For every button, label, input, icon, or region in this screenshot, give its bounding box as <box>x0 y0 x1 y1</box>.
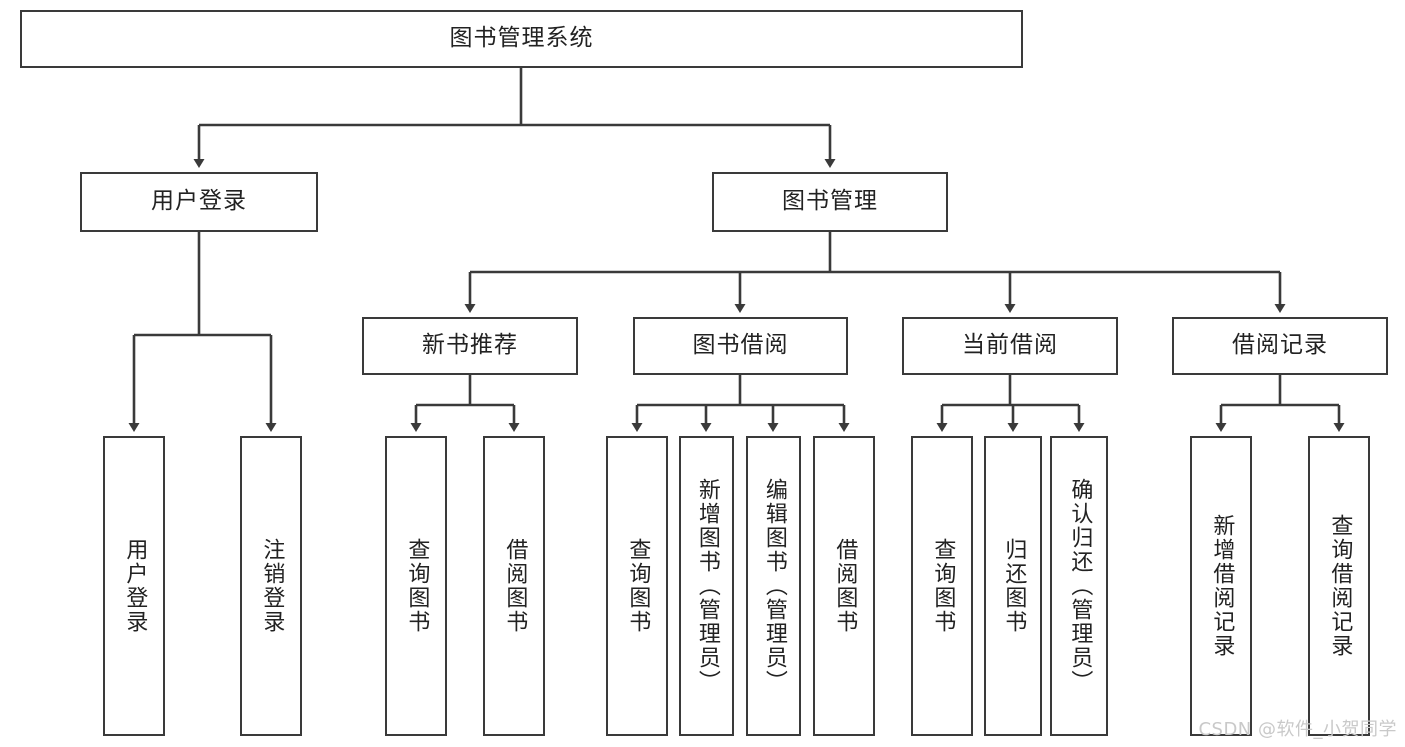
leaf-record-query-borrow-record[interactable]: 查询借阅记录 <box>1308 436 1370 736</box>
leaf-borrow-edit-book-admin[interactable]: 编辑图书（管理员） <box>746 436 801 736</box>
leaf-borrow-add-book-admin-label: 新增图书（管理员） <box>694 478 720 694</box>
node-root[interactable]: 图书管理系统 <box>20 10 1023 68</box>
leaf-borrow-query-book[interactable]: 查询图书 <box>606 436 668 736</box>
node-user-login[interactable]: 用户登录 <box>80 172 318 232</box>
leaf-current-confirm-return-admin[interactable]: 确认归还（管理员） <box>1050 436 1108 736</box>
leaf-user-logout[interactable]: 注销登录 <box>240 436 302 736</box>
leaf-record-query-borrow-record-label: 查询借阅记录 <box>1327 514 1353 658</box>
node-book-management[interactable]: 图书管理 <box>712 172 948 232</box>
leaf-record-add-borrow-record[interactable]: 新增借阅记录 <box>1190 436 1252 736</box>
leaf-user-login[interactable]: 用户登录 <box>103 436 165 736</box>
leaf-current-return-book[interactable]: 归还图书 <box>984 436 1042 736</box>
leaf-recommend-borrow-book-label: 借阅图书 <box>502 538 528 634</box>
leaf-borrow-add-book-admin[interactable]: 新增图书（管理员） <box>679 436 734 736</box>
node-book-borrow[interactable]: 图书借阅 <box>633 317 848 375</box>
leaf-borrow-query-book-label: 查询图书 <box>625 538 651 634</box>
node-book-management-label: 图书管理 <box>782 188 878 215</box>
leaf-recommend-query-book[interactable]: 查询图书 <box>385 436 447 736</box>
leaf-record-add-borrow-record-label: 新增借阅记录 <box>1209 514 1235 658</box>
leaf-borrow-edit-book-admin-label: 编辑图书（管理员） <box>761 478 787 694</box>
leaf-current-return-book-label: 归还图书 <box>1001 538 1027 634</box>
node-borrow-record-label: 借阅记录 <box>1232 332 1328 359</box>
leaf-current-query-book-label: 查询图书 <box>930 538 956 634</box>
node-current-borrow-label: 当前借阅 <box>962 332 1058 359</box>
leaf-borrow-borrow-book[interactable]: 借阅图书 <box>813 436 875 736</box>
leaf-current-confirm-return-admin-label: 确认归还（管理员） <box>1067 478 1093 694</box>
leaf-user-login-label: 用户登录 <box>122 538 148 634</box>
node-book-borrow-label: 图书借阅 <box>692 332 789 359</box>
watermark: CSDN @软件_小贺同学 <box>1198 719 1397 740</box>
node-user-login-label: 用户登录 <box>151 188 247 215</box>
leaf-user-logout-label: 注销登录 <box>259 538 285 634</box>
leaf-borrow-borrow-book-label: 借阅图书 <box>832 538 858 634</box>
leaf-current-query-book[interactable]: 查询图书 <box>911 436 973 736</box>
leaf-recommend-borrow-book[interactable]: 借阅图书 <box>483 436 545 736</box>
node-root-label: 图书管理系统 <box>449 25 594 52</box>
node-current-borrow[interactable]: 当前借阅 <box>902 317 1118 375</box>
node-new-book-recommend[interactable]: 新书推荐 <box>362 317 578 375</box>
node-borrow-record[interactable]: 借阅记录 <box>1172 317 1388 375</box>
leaf-recommend-query-book-label: 查询图书 <box>404 538 430 634</box>
node-new-book-recommend-label: 新书推荐 <box>422 332 518 359</box>
